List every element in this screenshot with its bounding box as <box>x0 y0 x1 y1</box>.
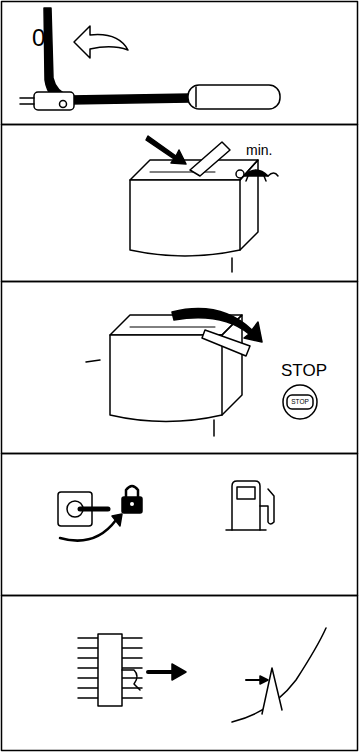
engine-cylinder-icon <box>78 634 186 706</box>
fuel-pump-icon <box>226 481 274 530</box>
fuel-tap-icon <box>58 486 142 541</box>
ignition-lever <box>20 8 280 110</box>
speed-label: min. <box>246 143 272 157</box>
stop-label: STOP <box>281 362 327 379</box>
throttle-box-min <box>130 136 278 272</box>
cover-icon <box>232 628 326 722</box>
position-number: 0 <box>32 26 45 50</box>
button-text: STOP <box>291 399 309 406</box>
